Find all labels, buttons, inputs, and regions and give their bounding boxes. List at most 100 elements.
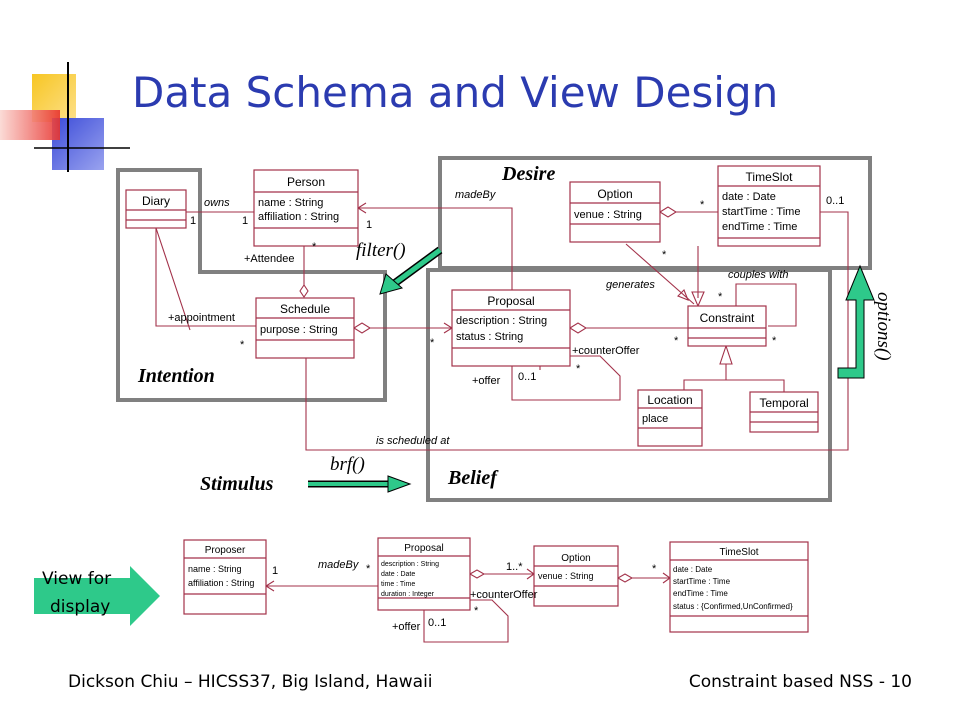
svg-text:TimeSlot: TimeSlot <box>746 170 794 184</box>
options-arrow-icon <box>837 264 875 379</box>
desire-frame <box>438 156 872 270</box>
svg-text:status : String: status : String <box>456 331 523 343</box>
region-label-intention: Intention <box>137 365 215 387</box>
svg-text:Option: Option <box>597 187 632 201</box>
svg-text:1: 1 <box>272 565 278 577</box>
svg-text:Person: Person <box>287 175 325 189</box>
svg-text:*: * <box>674 335 679 347</box>
svg-text:description : String: description : String <box>381 561 439 568</box>
svg-text:+offer: +offer <box>392 621 421 633</box>
svg-text:+appointment: +appointment <box>168 312 235 324</box>
svg-text:madeBy: madeBy <box>318 559 360 571</box>
svg-text:status : {Confirmed,UnConfirme: status : {Confirmed,UnConfirmed} <box>673 602 793 611</box>
slide-logo <box>0 62 130 172</box>
svg-text:date : Date: date : Date <box>722 191 776 203</box>
svg-text:name : String: name : String <box>188 564 242 574</box>
footer-page: Constraint based NSS - 10 <box>688 672 912 692</box>
class-location: Location place <box>637 389 703 447</box>
svg-text:description : String: description : String <box>456 315 547 327</box>
svg-text:venue : String: venue : String <box>538 571 594 581</box>
function-brf: brf() <box>330 454 365 475</box>
svg-text:couples with: couples with <box>728 269 789 281</box>
svg-text:name : String: name : String <box>258 197 323 209</box>
class-constraint: Constraint <box>687 305 767 347</box>
svg-text:affiliation : String: affiliation : String <box>258 211 339 223</box>
svg-text:Proposal: Proposal <box>404 543 443 554</box>
svg-text:startTime : Time: startTime : Time <box>722 206 800 218</box>
class-schedule: Schedule purpose : String <box>255 297 355 359</box>
view-arrow-icon <box>34 566 160 626</box>
svg-text:TimeSlot: TimeSlot <box>719 547 758 558</box>
svg-text:*: * <box>772 335 777 347</box>
class-timeslot: TimeSlot date : Date startTime : Time en… <box>717 165 821 247</box>
svg-text:madeBy: madeBy <box>455 189 497 201</box>
view-class-option: Option venue : String <box>533 545 619 607</box>
svg-text:owns: owns <box>204 197 230 209</box>
svg-text:1: 1 <box>366 219 372 231</box>
svg-text:*: * <box>430 337 435 349</box>
svg-text:*: * <box>366 563 371 575</box>
svg-text:place: place <box>642 413 668 425</box>
region-label-stimulus: Stimulus <box>200 473 274 495</box>
svg-text:purpose : String: purpose : String <box>260 324 338 336</box>
class-temporal: Temporal <box>749 391 819 433</box>
region-label-belief: Belief <box>447 467 499 489</box>
class-diary: Diary <box>125 189 187 229</box>
svg-text:*: * <box>700 199 705 211</box>
svg-text:Proposer: Proposer <box>205 545 246 556</box>
svg-text:Option: Option <box>561 553 590 564</box>
svg-text:+offer: +offer <box>472 375 501 387</box>
svg-text:*: * <box>240 339 245 351</box>
view-association-labels: madeBy 1 * 1..* * +counterOffer * +offer… <box>272 559 657 633</box>
svg-text:*: * <box>576 363 581 375</box>
association-labels: owns 1 1 madeBy 1 +Attendee * +appointme… <box>168 189 844 447</box>
slide-title: Data Schema and View Design <box>132 68 779 117</box>
view-class-timeslot: TimeSlot date : Date startTime : Time en… <box>669 541 809 633</box>
svg-text:Location: Location <box>647 393 692 407</box>
svg-text:is scheduled at: is scheduled at <box>376 435 450 447</box>
svg-text:1: 1 <box>242 215 248 227</box>
region-label-desire: Desire <box>501 163 555 185</box>
svg-text:0..1: 0..1 <box>518 371 536 383</box>
svg-text:date : Date: date : Date <box>673 565 713 574</box>
svg-text:*: * <box>652 563 657 575</box>
svg-text:affiliation : String: affiliation : String <box>188 578 254 588</box>
view-associations <box>264 568 671 643</box>
svg-text:startTime : Time: startTime : Time <box>673 577 731 586</box>
svg-text:Schedule: Schedule <box>280 302 330 316</box>
svg-text:0..1: 0..1 <box>428 617 446 629</box>
svg-text:Constraint: Constraint <box>700 311 755 325</box>
filter-arrow-icon <box>379 246 443 295</box>
class-person: Person name : String affiliation : Strin… <box>253 169 359 247</box>
class-proposal: Proposal description : String status : S… <box>451 289 571 367</box>
view-arrow-line1: View for <box>42 569 111 589</box>
svg-text:generates: generates <box>606 279 655 291</box>
view-class-proposal: Proposal description : String date : Dat… <box>377 537 471 611</box>
svg-text:date : Date: date : Date <box>381 571 415 578</box>
svg-text:+counterOffer: +counterOffer <box>470 589 538 601</box>
svg-text:*: * <box>312 241 317 253</box>
view-class-proposer: Proposer name : String affiliation : Str… <box>183 539 267 615</box>
svg-text:Diary: Diary <box>142 194 170 208</box>
footer-author: Dickson Chiu – HICSS37, Big Island, Hawa… <box>68 672 433 692</box>
svg-text:endTime : Time: endTime : Time <box>673 589 728 598</box>
svg-text:*: * <box>718 291 723 303</box>
class-option: Option venue : String <box>569 181 661 243</box>
svg-text:venue : String: venue : String <box>574 209 642 221</box>
svg-text:1: 1 <box>190 215 196 227</box>
brf-arrow-icon <box>308 475 412 493</box>
svg-text:*: * <box>662 249 667 261</box>
svg-text:+Attendee: +Attendee <box>244 253 294 265</box>
svg-text:0..1: 0..1 <box>826 195 844 207</box>
svg-text:Temporal: Temporal <box>759 396 808 410</box>
svg-text:endTime : Time: endTime : Time <box>722 221 797 233</box>
svg-text:+counterOffer: +counterOffer <box>572 345 640 357</box>
svg-text:time : Time: time : Time <box>381 581 415 588</box>
associations <box>155 202 849 451</box>
intention-frame <box>116 168 387 402</box>
function-filter: filter() <box>356 240 406 261</box>
svg-text:1..*: 1..* <box>506 561 523 573</box>
belief-frame <box>426 268 832 502</box>
svg-text:Proposal: Proposal <box>487 294 534 308</box>
